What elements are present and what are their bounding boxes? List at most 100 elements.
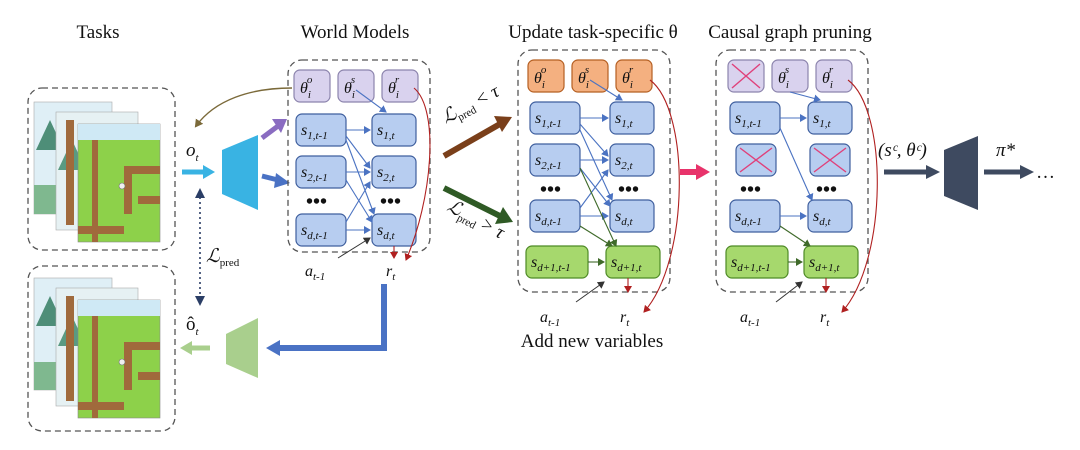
encoder-shape [222,135,258,210]
wm-dots-left: ••• [306,191,327,213]
prune-state-d-prev: sd,t-1 [729,199,781,233]
wm-state-2-cur: s2,t [371,155,417,189]
svg-text:sd,t: sd,t [615,208,633,228]
svg-text:sd,t-1: sd,t-1 [735,208,762,228]
heading-causal-pruning: Causal graph pruning [708,22,872,43]
upd-reward-label: rt [620,309,630,329]
upd-new-variable-edges [579,167,618,266]
decoder-shape [226,318,258,378]
svg-text:s2,t: s2,t [377,164,395,184]
svg-text:sd+1,t: sd+1,t [809,254,840,274]
policy-continuation: … [1036,162,1055,183]
wm-action-label: at-1 [305,263,325,283]
upd-dots-right: ••• [618,179,639,201]
svg-text:sd,t: sd,t [377,222,395,242]
prune-theta-r-cell: θir [815,59,853,93]
wm-state-d-prev: sd,t-1 [295,213,347,247]
theta-r-cell: θir [381,69,419,103]
prune-state-d1-cur: sd+1,t [803,245,859,279]
prune-dots-left: ••• [740,179,761,201]
upd-causal-edges [579,79,623,220]
prune-new-variable-edges [779,225,811,266]
theta-o-cell: θio [293,69,331,103]
wm-state-2-prev: s2,t-1 [295,155,347,189]
upd-state-2-cur: s2,t [609,143,655,177]
obs-label: ot [186,140,200,164]
compact-state-theta-label: (sᶜ, θᶜ) [878,140,927,161]
svg-text:s2,t: s2,t [615,152,633,172]
svg-text:s1,t: s1,t [615,110,633,130]
prune-state-1-cur: s1,t [807,101,853,135]
svg-text:sd+1,t-1: sd+1,t-1 [531,254,571,274]
heading-tasks: Tasks [76,22,119,43]
panel-world-models: θio θis θir s1,t-1 s2,t-1 ••• sd,t-1 s1,… [287,59,431,261]
task-image-stack-bottom [27,265,176,432]
heading-update-theta: Update task-specific θ [508,22,677,43]
svg-text:s1,t-1: s1,t-1 [735,110,762,130]
svg-text:θir: θir [388,74,400,101]
arrow-branch-lt-tau [442,121,502,159]
panel-causal-pruning: θis θir s1,t-1 ••• sd,t-1 sd+1,t-1 s1,t [715,49,878,313]
wm-state-1-prev: s1,t-1 [295,113,347,147]
upd-state-d-cur: sd,t [609,199,655,233]
svg-text:θio: θio [300,74,313,101]
svg-text:s1,t-1: s1,t-1 [535,110,562,130]
wm-causal-edges [345,89,387,234]
policy-network-shape [944,136,978,210]
heading-world-models: World Models [301,22,410,43]
prune-causal-edges [779,91,821,220]
prune-state-d-cur: sd,t [807,199,853,233]
prune-action-label: at-1 [740,309,760,329]
wm-state-1-cur: s1,t [371,113,417,147]
arrow-theta-o-to-obs [194,87,293,128]
upd-theta-r-cell: θir [615,59,653,93]
wm-dots-right: ••• [380,191,401,213]
upd-theta-s-cell: θis [571,59,609,93]
svg-text:θir: θir [822,64,834,91]
prune-reward-label: rt [820,309,830,329]
svg-text:sd,t-1: sd,t-1 [535,208,562,228]
arrow-encoder-to-theta [260,124,280,140]
svg-text:sd+1,t: sd+1,t [611,254,642,274]
pruned-theta-o-cell [727,59,765,93]
arrow-branch-gt-tau [442,185,502,219]
obs-hat-label: ôt [186,314,200,338]
svg-text:θir: θir [622,64,634,91]
label-lt-tau: ℒpred< τ [438,80,504,130]
svg-text:sd,t: sd,t [813,208,831,228]
svg-text:s1,t: s1,t [813,110,831,130]
prune-dots-right: ••• [816,179,837,201]
theta-s-cell: θis [337,69,375,103]
wm-state-d-cur: sd,t [371,213,417,247]
upd-dots-left: ••• [540,179,561,201]
prune-theta-s-cell: θis [771,59,809,93]
svg-text:s1,t-1: s1,t-1 [301,122,328,142]
pruned-state-2-prev [735,143,777,177]
upd-state-1-cur: s1,t [609,101,655,135]
prune-state-d1-prev: sd+1,t-1 [725,245,789,279]
upd-state-d-prev: sd,t-1 [529,199,581,233]
svg-text:θio: θio [534,64,547,91]
prune-state-1-prev: s1,t-1 [729,101,781,135]
svg-text:sd,t-1: sd,t-1 [301,222,328,242]
svg-text:s2,t-1: s2,t-1 [535,152,562,172]
wm-reward-label: rt [386,263,396,283]
svg-text:θis: θis [344,74,355,101]
upd-state-1-prev: s1,t-1 [529,101,581,135]
panel-update-theta: θio θis θir s1,t-1 s2,t-1 ••• sd,t-1 sd+… [517,49,680,313]
svg-text:θis: θis [578,64,589,91]
upd-state-2-prev: s2,t-1 [529,143,581,177]
svg-text:sd+1,t-1: sd+1,t-1 [731,254,771,274]
policy-label: π* [996,140,1016,161]
loss-pred-label-left: ℒpred [206,246,240,269]
svg-text:s1,t: s1,t [377,122,395,142]
upd-state-d1-prev: sd+1,t-1 [525,245,589,279]
upd-theta-o-cell: θio [527,59,565,93]
upd-action-label: at-1 [540,309,560,329]
pruned-state-2-cur [809,143,851,177]
task-image-stack-top [27,87,176,251]
heading-add-new-variables: Add new variables [521,331,663,352]
svg-text:s2,t-1: s2,t-1 [301,164,328,184]
upd-state-d1-cur: sd+1,t [605,245,661,279]
